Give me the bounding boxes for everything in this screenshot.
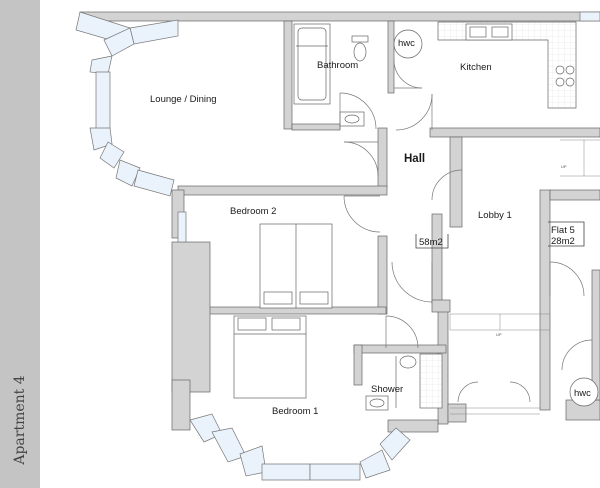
label-stair-up-2: UP	[561, 164, 567, 169]
walls	[79, 11, 600, 433]
label-area: 58m2	[419, 237, 443, 248]
bay-window-bottom	[189, 413, 411, 481]
bed-bedroom2	[259, 223, 333, 309]
area-boxes	[415, 221, 585, 249]
label-hwc-bottom: hwc	[574, 388, 591, 399]
label-flat5-line1: Flat 5	[551, 225, 575, 236]
hwc-cupboard-top	[393, 29, 423, 59]
stairs	[449, 139, 600, 415]
bathroom-basin	[339, 111, 365, 127]
bay-window-left	[75, 11, 179, 197]
label-shower: Shower	[371, 384, 403, 395]
label-bedroom2: Bedroom 2	[230, 206, 276, 217]
window-side	[177, 11, 600, 243]
label-lounge: Lounge / Dining	[150, 94, 217, 105]
label-kitchen: Kitchen	[460, 62, 492, 73]
kitchen-counter	[437, 21, 577, 109]
sidebar-band: Apartment 4	[0, 0, 40, 488]
label-hwc-top: hwc	[398, 38, 415, 49]
bathtub	[293, 23, 331, 105]
label-lobby1: Lobby 1	[478, 210, 512, 221]
shower-fixtures	[365, 353, 443, 411]
hwc-cupboard-bottom	[569, 377, 599, 407]
label-stair-up-1: UP	[496, 332, 502, 337]
label-bedroom1: Bedroom 1	[272, 406, 318, 417]
label-flat5-line2: 28m2	[551, 236, 575, 247]
bathroom-toilet	[351, 35, 369, 62]
label-hall: Hall	[404, 153, 425, 165]
doors	[339, 59, 593, 403]
label-bathroom: Bathroom	[317, 60, 358, 71]
bed-bedroom1	[233, 315, 307, 399]
